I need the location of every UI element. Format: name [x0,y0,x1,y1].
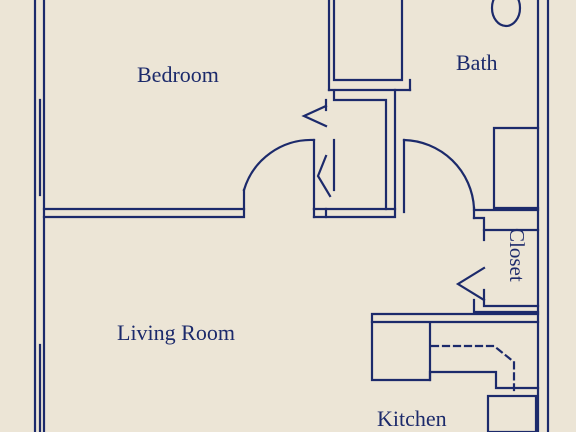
room-label-closet: Closet [505,228,529,282]
hall-closet-door-marker [455,266,486,302]
kitchen-counter [370,312,540,390]
room-label-kitchen: Kitchen [377,406,447,431]
room-label-bath: Bath [456,50,498,75]
refrigerator [486,394,538,432]
bedroom-living-wall [42,207,397,219]
vanity [492,126,540,210]
room-label-living-room: Living Room [117,320,235,345]
hall-closet [472,288,540,314]
exterior-east-wall [536,0,550,432]
closet-bifold-door-upper [301,104,328,128]
bath-closet-wall [472,208,540,242]
toilet-icon [490,0,522,28]
closet-bifold-door-lower [316,154,332,198]
bedroom-closet [324,0,412,211]
room-label-bedroom: Bedroom [137,62,219,87]
kitchen-counter-dashed [430,344,516,392]
bath-door-swing [402,138,476,220]
bedroom-door-swing [242,138,316,211]
